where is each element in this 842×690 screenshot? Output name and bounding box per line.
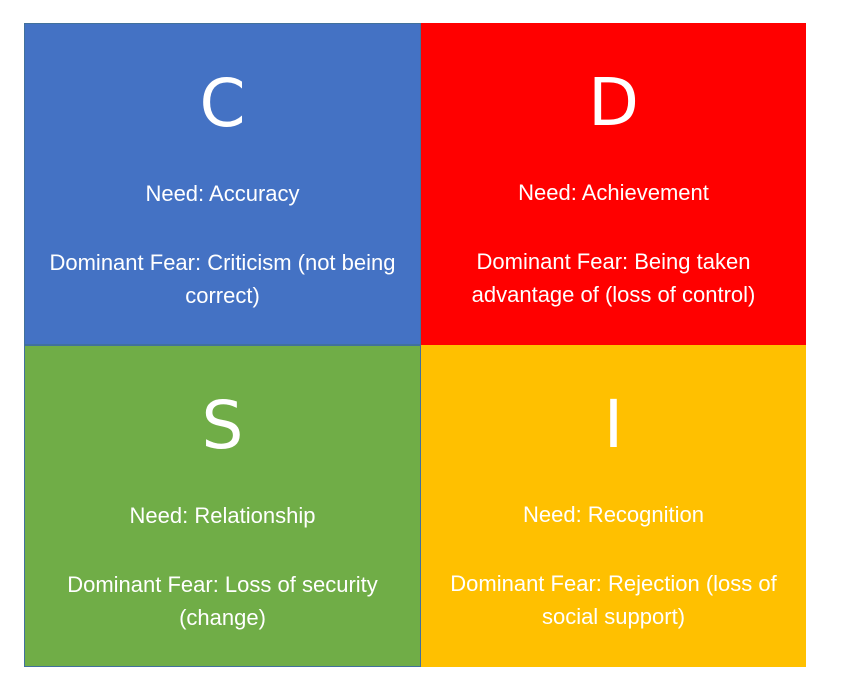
quadrant-fear: Dominant Fear: Rejection (loss of social… xyxy=(450,571,777,629)
quadrant-i: I Need: Recognition Dominant Fear: Rejec… xyxy=(421,345,806,667)
quadrant-c: C Need: Accuracy Dominant Fear: Criticis… xyxy=(24,23,421,345)
quadrant-need: Need: Relationship xyxy=(129,503,316,528)
disc-quadrant-grid: C Need: Accuracy Dominant Fear: Criticis… xyxy=(24,23,806,667)
quadrant-letter: S xyxy=(201,387,244,464)
quadrant-d: D Need: Achievement Dominant Fear: Being… xyxy=(421,23,806,345)
quadrant-need: Need: Achievement xyxy=(518,180,709,205)
quadrant-fear: Dominant Fear: Criticism (not being corr… xyxy=(49,250,396,308)
quadrant-need: Need: Recognition xyxy=(522,502,704,527)
quadrant-need: Need: Accuracy xyxy=(145,181,300,206)
quadrant-letter: D xyxy=(588,64,639,141)
quadrant-s: S Need: Relationship Dominant Fear: Loss… xyxy=(24,345,421,667)
quadrant-fear: Dominant Fear: Loss of security (change) xyxy=(67,572,378,630)
quadrant-fear: Dominant Fear: Being taken advantage of … xyxy=(471,249,756,307)
quadrant-letter: I xyxy=(603,386,624,463)
quadrant-letter: C xyxy=(199,65,246,142)
